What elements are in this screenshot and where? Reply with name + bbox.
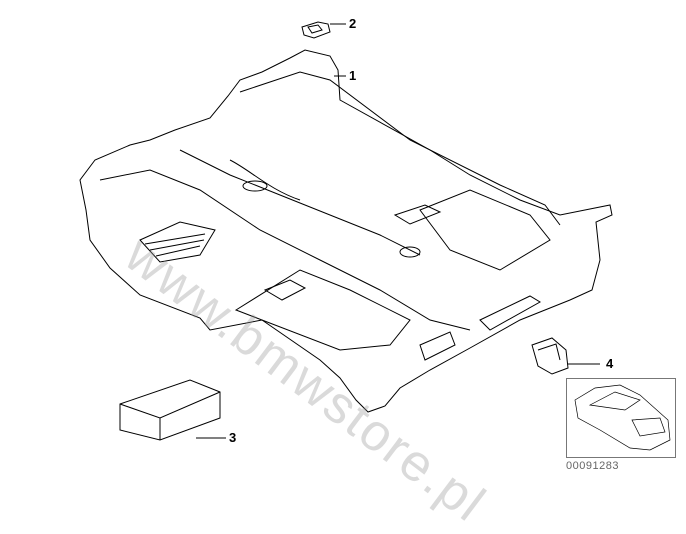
- floor-carpet-drawing: [79, 21, 671, 451]
- callout-3[interactable]: 3: [229, 430, 237, 445]
- document-number: 00091283: [566, 460, 619, 472]
- part-3-pad: [119, 379, 221, 441]
- vehicle-thumbnail-drawing: [574, 384, 671, 451]
- part-2-clip: [301, 21, 331, 39]
- leader-lines: [196, 23, 600, 439]
- callout-1[interactable]: 1: [349, 68, 357, 83]
- part-1-carpet: [79, 49, 613, 413]
- vehicle-thumbnail-frame: [566, 378, 676, 458]
- part-4-cover: [531, 337, 569, 375]
- callout-4[interactable]: 4: [606, 356, 614, 371]
- callout-2[interactable]: 2: [349, 16, 357, 31]
